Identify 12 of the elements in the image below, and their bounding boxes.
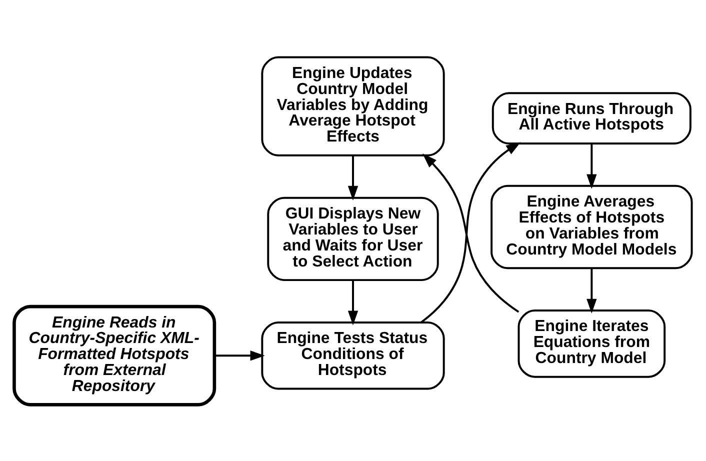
node-box: Engine Reads in Country-Specific XML-Formatted Hotspots from External Repository (12, 304, 216, 406)
node-box: Engine Updates Country Model Variables by Adding Average Hotspot Effects (261, 56, 445, 156)
arrow (586, 268, 597, 313)
arrow (214, 350, 265, 360)
node-box: Engine Iterates Equations from Country Model (518, 309, 666, 378)
arrow (586, 143, 597, 188)
node-box: Engine Tests Status Conditions of Hotspots (261, 321, 445, 390)
node-box: GUI Displays New Variables to User and Waits for User to Select Action (267, 196, 439, 281)
node-box: Engine Averages Effects of Hotspots on Variables from Country Model Models (490, 184, 693, 269)
arrow (348, 280, 358, 325)
node-box: Engine Runs Through All Active Hotspots (492, 92, 692, 144)
arrow (348, 155, 358, 200)
